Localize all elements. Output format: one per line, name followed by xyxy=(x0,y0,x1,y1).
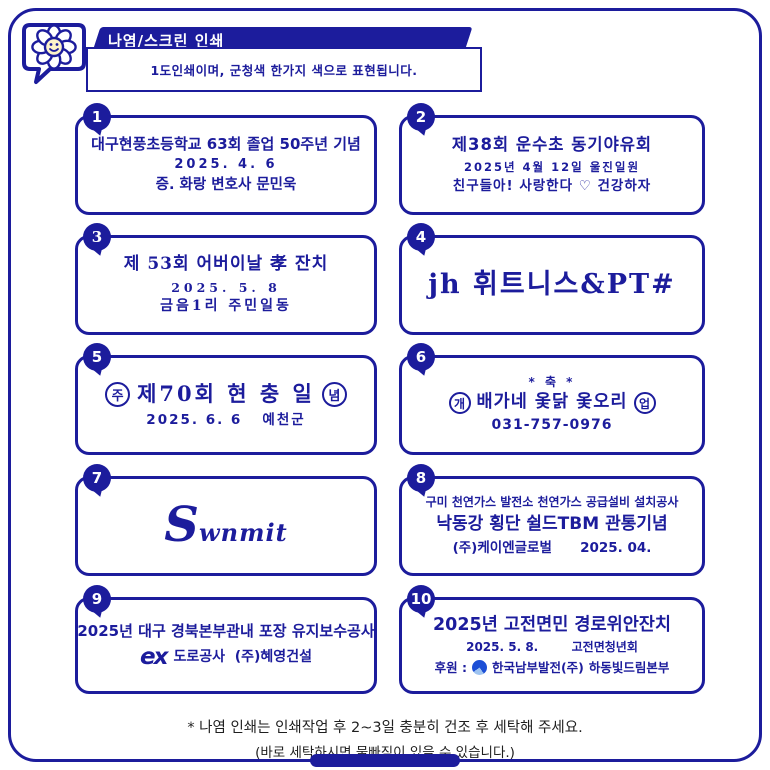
sample-number-badge: 2 xyxy=(407,103,435,131)
sample-box-6: 6 * 축 * 개 배가네 옻닭 옻오리 업 031-757-0976 xyxy=(399,343,705,455)
sample-text: (주)케이엔글로벌 2025. 04. xyxy=(452,539,652,556)
sample-box-8: 8 구미 천연가스 발전소 천연가스 공급설비 설치공사 낙동강 횡단 쉴드TB… xyxy=(399,464,705,576)
sample-text: 2025. 6. 6 예천군 xyxy=(146,412,306,429)
page-subtitle: 1도인쇄이며, 군청색 한가지 색으로 표현됩니다. xyxy=(150,63,418,78)
sample-box-5: 5 주 제70회 현 충 일 념 2025. 6. 6 예천군 xyxy=(75,343,377,455)
sample-number-badge: 7 xyxy=(83,464,111,492)
footer-line-1: * 나염 인쇄는 인쇄작업 후 2~3일 충분히 건조 후 세탁해 주세요. xyxy=(187,720,583,736)
sample-text: 제38회 운수초 동기야유회 xyxy=(451,135,653,155)
kospo-logo-icon xyxy=(471,660,487,676)
sample-box-3: 3 제 53회 어버이날 孝 잔치 2025. 5. 8 금음1리 주민일동 xyxy=(75,223,377,335)
circled-char: 업 xyxy=(633,392,656,415)
logo-text: wnmit xyxy=(198,517,288,547)
sponsor-company: 한국남부발전(주) xyxy=(491,660,584,676)
page-title: 나염/스크린 인쇄 xyxy=(108,32,225,50)
sample-box-1: 1 대구현풍초등학교 63회 졸업 50주년 기념 2025. 4. 6 증. … xyxy=(75,103,377,215)
sample-text: 2025. 5. 8 xyxy=(171,279,281,295)
sponsor-label: 후원 : xyxy=(434,660,467,676)
sample-text: 구미 천연가스 발전소 천연가스 공급설비 설치공사 xyxy=(425,495,679,510)
sample-number-badge: 1 xyxy=(83,103,111,131)
sponsor-branch: 하동빛드림본부 xyxy=(588,660,670,676)
sample-number-badge: 3 xyxy=(83,223,111,251)
sample-text: jh 휘트니스&PT# xyxy=(428,269,676,301)
circled-char: 념 xyxy=(321,381,347,407)
sample-text: 2025년 4월 12일 울진일원 xyxy=(463,159,641,174)
sample-text: 금음1리 주민일동 xyxy=(160,298,292,315)
sample-text: 2025. 5. 8. 고전면청년회 xyxy=(466,640,638,655)
sample-box-2: 2 제38회 운수초 동기야유회 2025년 4월 12일 울진일원 친구들아!… xyxy=(399,103,705,215)
sample-text: 배가네 옻닭 옻오리 xyxy=(476,392,628,413)
sample-phone-number: 031-757-0976 xyxy=(491,417,613,434)
header-subtitle-box: 1도인쇄이며, 군청색 한가지 색으로 표현됩니다. xyxy=(86,47,482,92)
sample-text: 증. 화랑 변호사 문민욱 xyxy=(155,177,297,194)
sample-number-badge: 10 xyxy=(407,585,435,613)
smiley-flower-icon xyxy=(22,23,86,84)
sample-text: 2025년 대구 경북본부관내 포장 유지보수공사 xyxy=(77,621,375,640)
sample-number-badge: 8 xyxy=(407,464,435,492)
sample-number-badge: 5 xyxy=(83,343,111,371)
sample-text: * 축 * xyxy=(528,375,576,390)
sample-text: 제70회 현 충 일 xyxy=(137,380,315,406)
sample-text: 친구들아! 사랑한다 ♡ 건강하자 xyxy=(452,178,652,195)
sample-text: 2025. 4. 6 xyxy=(174,157,278,173)
expressway-ex-logo: ex xyxy=(140,644,168,671)
sample-text: 낙동강 횡단 쉴드TBM 관통기념 xyxy=(436,514,668,535)
sample-text: 제 53회 어버이날 孝 잔치 xyxy=(123,254,329,275)
sample-number-badge: 6 xyxy=(407,343,435,371)
sample-box-4: 4 jh 휘트니스&PT# xyxy=(399,223,705,335)
sample-text: 도로공사 (주)혜영건설 xyxy=(173,649,312,666)
sample-box-9: 9 2025년 대구 경북본부관내 포장 유지보수공사 ex 도로공사 (주)혜… xyxy=(75,585,377,694)
bottom-decor-tab xyxy=(310,754,460,767)
sample-text: 대구현풍초등학교 63회 졸업 50주년 기념 xyxy=(91,135,361,154)
circled-char: 개 xyxy=(448,392,471,415)
sample-number-badge: 9 xyxy=(83,585,111,613)
circled-char: 주 xyxy=(105,381,131,407)
sample-text: 2025년 고전면민 경로위안잔치 xyxy=(433,615,671,636)
sample-box-10: 10 2025년 고전면민 경로위안잔치 2025. 5. 8. 고전면청년회 … xyxy=(399,585,705,694)
sample-number-badge: 4 xyxy=(407,223,435,251)
logo-initial: S xyxy=(164,496,199,553)
sample-box-7: 7 S wnmit xyxy=(75,464,377,576)
